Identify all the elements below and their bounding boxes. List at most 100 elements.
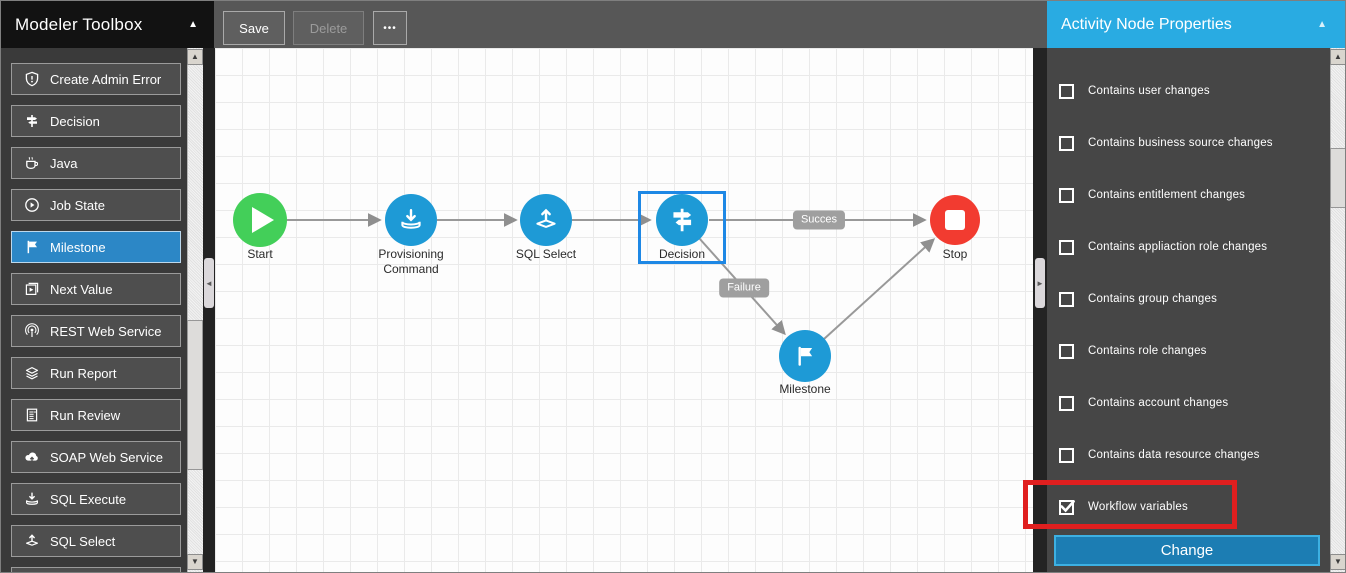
sidebar-item-label: Java bbox=[50, 155, 78, 171]
sidebar-scroll-down-icon[interactable]: ▼ bbox=[187, 554, 203, 570]
sidebar-body: Create Admin Error Decision Java Job Sta… bbox=[1, 48, 214, 572]
node-selection-rect bbox=[638, 191, 726, 264]
checkbox-row-role-changes[interactable]: Contains role changes bbox=[1059, 340, 1317, 362]
checkbox-label: Contains entitlement changes bbox=[1088, 189, 1246, 201]
tray-down-icon bbox=[401, 209, 421, 229]
node-label-stop: Stop bbox=[942, 247, 968, 261]
checkbox-row-entitlement-changes[interactable]: Contains entitlement changes bbox=[1059, 184, 1317, 206]
checkbox-unchecked-icon[interactable] bbox=[1059, 83, 1074, 99]
sidebar-item-label: Next Value bbox=[50, 281, 113, 297]
collapse-up-icon[interactable]: ▲ bbox=[1317, 19, 1327, 30]
sidebar-item-next-value[interactable]: Next Value bbox=[11, 273, 181, 305]
flag-icon bbox=[798, 346, 813, 366]
more-options-button[interactable]: ••• bbox=[373, 11, 407, 45]
checkbox-label: Contains account changes bbox=[1088, 397, 1229, 409]
panel-scrollbar-track[interactable] bbox=[1330, 48, 1345, 572]
checkbox-label: Contains appliaction role changes bbox=[1088, 241, 1268, 253]
sidebar: Modeler Toolbox ▲ Create Admin Error Dec… bbox=[1, 1, 215, 572]
properties-panel: Activity Node Properties ▲ Contains user… bbox=[1047, 1, 1345, 572]
sidebar-item-create-admin-error[interactable]: Create Admin Error bbox=[11, 63, 181, 95]
sidebar-title: Modeler Toolbox bbox=[15, 15, 143, 34]
sidebar-item-milestone[interactable]: Milestone bbox=[11, 231, 181, 263]
tray-down-icon bbox=[23, 491, 40, 508]
left-splitter: ◄ bbox=[203, 48, 215, 572]
sidebar-item-label: Create Admin Error bbox=[50, 71, 162, 87]
panel-scroll-up-icon[interactable]: ▲ bbox=[1330, 49, 1345, 65]
right-splitter: ► bbox=[1033, 48, 1047, 572]
node-sql-select[interactable] bbox=[520, 194, 572, 246]
node-milestone[interactable] bbox=[779, 330, 831, 382]
sidebar-item-label: SQL Execute bbox=[50, 491, 127, 507]
sidebar-item-java[interactable]: Java bbox=[11, 147, 181, 179]
sidebar-header: Modeler Toolbox ▲ bbox=[1, 1, 214, 48]
panel-scrollbar-thumb[interactable] bbox=[1330, 148, 1345, 208]
tray-up-icon bbox=[536, 208, 556, 228]
checkbox-row-application-role-changes[interactable]: Contains appliaction role changes bbox=[1059, 236, 1317, 258]
sidebar-item-label: REST Web Service bbox=[50, 323, 162, 339]
checkbox-row-data-resource-changes[interactable]: Contains data resource changes bbox=[1059, 444, 1317, 466]
sidebar-item-run-report[interactable]: Run Report bbox=[11, 357, 181, 389]
checkbox-row-workflow-variables[interactable]: Workflow variables bbox=[1059, 496, 1317, 518]
checkbox-unchecked-icon[interactable] bbox=[1059, 447, 1074, 463]
sidebar-item-job-state[interactable]: Job State bbox=[11, 189, 181, 221]
checkbox-label: Contains group changes bbox=[1088, 293, 1218, 305]
sidebar-item-rest-web-service[interactable]: REST Web Service bbox=[11, 315, 181, 347]
node-label-milestone: Milestone bbox=[779, 382, 831, 396]
checkbox-label: Contains user changes bbox=[1088, 85, 1210, 97]
edge-label-failure: Failure bbox=[719, 278, 769, 298]
change-button[interactable]: Change bbox=[1054, 535, 1320, 566]
checkbox-unchecked-icon[interactable] bbox=[1059, 291, 1074, 307]
signpost-icon bbox=[23, 113, 40, 130]
panel-scroll-down-icon[interactable]: ▼ bbox=[1330, 554, 1345, 570]
antenna-icon bbox=[23, 323, 40, 340]
sidebar-scroll-up-icon[interactable]: ▲ bbox=[187, 49, 203, 65]
sidebar-scrollbar-thumb[interactable] bbox=[187, 320, 203, 470]
collapse-right-icon[interactable]: ► bbox=[1035, 258, 1045, 308]
play-circle-icon bbox=[23, 197, 40, 214]
checkbox-unchecked-icon[interactable] bbox=[1059, 343, 1074, 359]
sidebar-item-label: SOAP Web Service bbox=[50, 449, 163, 465]
checkbox-checked-icon[interactable] bbox=[1059, 499, 1075, 515]
node-label-sql-select: SQL Select bbox=[515, 247, 577, 261]
sidebar-scrollbar-track[interactable] bbox=[187, 48, 203, 572]
sidebar-item-sql-execute[interactable]: SQL Execute bbox=[11, 483, 181, 515]
properties-panel-body: Contains user changes Contains business … bbox=[1047, 48, 1345, 572]
edge-milestone-stop bbox=[823, 238, 936, 340]
checkbox-row-business-source-changes[interactable]: Contains business source changes bbox=[1059, 132, 1317, 154]
node-label-provisioning-command: Provisioning Command bbox=[378, 247, 444, 276]
delete-button[interactable]: Delete bbox=[293, 11, 364, 45]
stop-icon bbox=[945, 210, 965, 230]
properties-panel-header: Activity Node Properties ▲ bbox=[1047, 1, 1345, 48]
sidebar-item-decision[interactable]: Decision bbox=[11, 105, 181, 137]
node-provisioning-command[interactable] bbox=[385, 194, 437, 246]
sidebar-item-label: Run Report bbox=[50, 365, 117, 381]
coffee-icon bbox=[23, 155, 40, 172]
node-label-decision: Decision bbox=[658, 247, 706, 261]
checkbox-row-user-changes[interactable]: Contains user changes bbox=[1059, 80, 1317, 102]
layers-icon bbox=[23, 365, 40, 382]
properties-panel-title: Activity Node Properties bbox=[1061, 16, 1232, 33]
workflow-canvas[interactable]: Start Provisioning Command SQL Select De… bbox=[215, 48, 1033, 572]
node-stop[interactable] bbox=[930, 195, 980, 245]
collapse-up-icon[interactable]: ▲ bbox=[188, 19, 198, 30]
checkbox-unchecked-icon[interactable] bbox=[1059, 187, 1074, 203]
signpost-icon bbox=[673, 208, 692, 232]
checkbox-row-account-changes[interactable]: Contains account changes bbox=[1059, 392, 1317, 414]
save-button[interactable]: Save bbox=[223, 11, 285, 45]
collapse-left-icon[interactable]: ◄ bbox=[204, 258, 214, 308]
checkbox-row-group-changes[interactable]: Contains group changes bbox=[1059, 288, 1317, 310]
flag-icon bbox=[23, 239, 40, 256]
sidebar-item-soap-web-service[interactable]: SOAP Web Service bbox=[11, 441, 181, 473]
sidebar-item-run-review[interactable]: Run Review bbox=[11, 399, 181, 431]
checkbox-unchecked-icon[interactable] bbox=[1059, 135, 1074, 151]
cloud-upload-icon bbox=[23, 449, 40, 466]
sidebar-item-label: SQL Select bbox=[50, 533, 116, 549]
node-decision[interactable] bbox=[656, 194, 708, 246]
checkbox-unchecked-icon[interactable] bbox=[1059, 395, 1074, 411]
node-start[interactable] bbox=[233, 193, 287, 247]
sidebar-item-partial[interactable] bbox=[11, 567, 181, 572]
checkbox-label: Contains role changes bbox=[1088, 345, 1207, 357]
sidebar-item-sql-select[interactable]: SQL Select bbox=[11, 525, 181, 557]
checkbox-unchecked-icon[interactable] bbox=[1059, 239, 1074, 255]
